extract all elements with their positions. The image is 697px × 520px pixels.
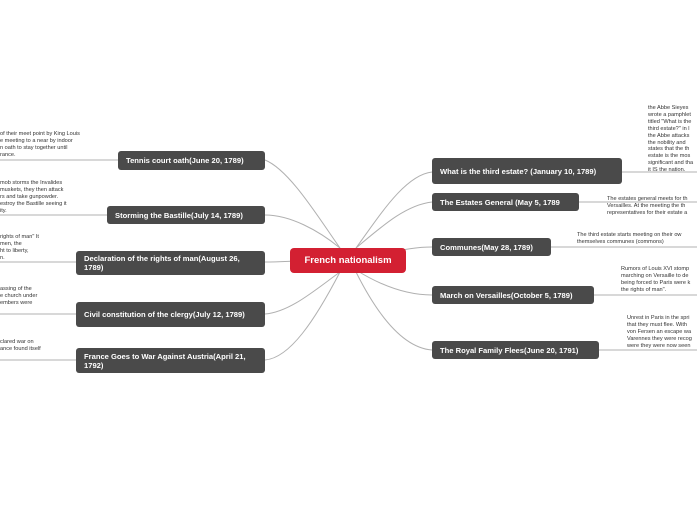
central-topic-label: French nationalism	[304, 255, 392, 266]
topic-label: Storming the Bastille(July 14, 1789)	[115, 210, 243, 220]
connector-tennis	[264, 159, 341, 249]
connector-versailles	[355, 269, 433, 296]
topic-declaration-rights-man[interactable]: Declaration of the rights of man(August …	[76, 251, 265, 275]
note-estates-general: The estates general meets for th Versail…	[607, 196, 688, 216]
connector-royal-family	[355, 271, 433, 351]
topic-label: France Goes to War Against Austria(April…	[84, 351, 246, 370]
topic-communes[interactable]: Communes(May 28, 1789)	[432, 238, 551, 256]
topic-royal-family-flees[interactable]: The Royal Family Flees(June 20, 1791)	[432, 341, 599, 359]
connector-clergy	[264, 271, 341, 315]
connector-war	[264, 271, 341, 361]
topic-label: Tennis court oath(June 20, 1789)	[126, 156, 244, 165]
topic-label: The Royal Family Flees(June 20, 1791)	[440, 345, 579, 355]
topic-label: Communes(May 28, 1789)	[440, 242, 533, 252]
note-war-against-austria: clared war on ance found itself	[0, 339, 41, 352]
topic-march-on-versailles[interactable]: March on Versailles(October 5, 1789)	[432, 286, 594, 304]
topic-label: The Estates General (May 5, 1789	[440, 197, 560, 207]
note-tennis-court-oath: of their meet point by King Louis e meet…	[0, 131, 80, 158]
connector-third-estate	[355, 171, 433, 249]
connector-estates-general	[355, 201, 433, 249]
connector-bastille	[264, 214, 341, 249]
note-third-estate: the Abbe Sieyes wrote a pamphlet titled …	[648, 105, 694, 171]
note-storming-bastille: mob storms the Invalides muskets, they t…	[0, 180, 67, 214]
note-declaration-rights-man: rights of man" It men, the ht to liberty…	[0, 234, 39, 261]
central-topic[interactable]: French nationalism	[290, 248, 406, 273]
topic-third-estate[interactable]: What is the third estate? (January 10, 1…	[432, 158, 622, 184]
note-communes: The third estate starts meeting on their…	[577, 232, 682, 245]
topic-label: Declaration of the rights of man(August …	[84, 254, 240, 272]
topic-tennis-court-oath[interactable]: Tennis court oath(June 20, 1789)	[118, 151, 265, 170]
note-march-on-versailles: Rumors of Louis XVI stomp marching on Ve…	[621, 266, 691, 293]
topic-war-against-austria[interactable]: France Goes to War Against Austria(April…	[76, 348, 265, 373]
topic-storming-bastille[interactable]: Storming the Bastille(July 14, 1789)	[107, 206, 265, 224]
topic-label: March on Versailles(October 5, 1789)	[440, 290, 573, 300]
topic-label: What is the third estate? (January 10, 1…	[440, 166, 597, 176]
topic-label: Civil constitution of the clergy(July 12…	[84, 310, 245, 319]
topic-estates-general[interactable]: The Estates General (May 5, 1789	[432, 193, 579, 211]
note-royal-family-flees: Unrest in Paris in the spri that they mu…	[627, 315, 692, 349]
note-civil-constitution-clergy: assing of the e church under embers were	[0, 286, 38, 306]
topic-civil-constitution-clergy[interactable]: Civil constitution of the clergy(July 12…	[76, 302, 265, 327]
